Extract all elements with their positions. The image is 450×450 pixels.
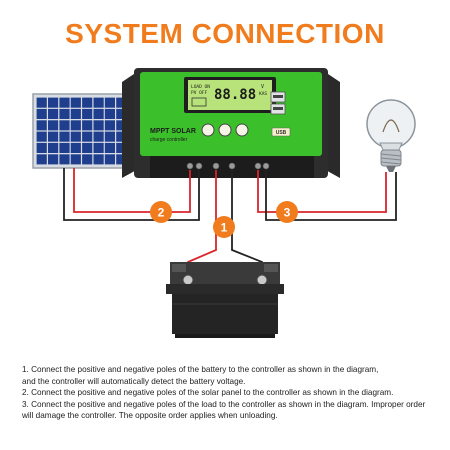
solar-cell [82,131,93,142]
solar-cell [104,108,115,119]
solar-cell [48,120,59,131]
solar-cell [93,120,104,131]
page-title: SYSTEM CONNECTION [65,18,385,49]
usb-badge [271,127,291,137]
terminal-screw [254,162,262,170]
solar-cell [48,108,59,119]
solar-cell [70,97,81,108]
solar-cell [70,108,81,119]
instruction-line: and the controller will automatically de… [22,376,246,386]
instructions: 1. Connect the positive and negative pol… [22,364,442,422]
battery [166,262,284,338]
solar-cell [104,120,115,131]
solar-cell [116,142,127,153]
lcd-unit-bottom: KAS [259,91,267,97]
solar-cell [93,131,104,142]
solar-cell [104,97,115,108]
solar-cell [59,131,70,142]
solar-cell [93,108,104,119]
battery-negative-terminal [256,274,268,286]
lcd-digits: 88.88 [214,87,256,103]
solar-cell [82,97,93,108]
connection-diagram: LOAD ON PV OFF 88.88 V KAS USB MPPT SOLA… [32,68,416,338]
controller-button-3[interactable] [235,123,249,137]
solar-cell [93,142,104,153]
solar-cell [116,120,127,131]
lcd-screen [188,80,272,110]
solar-cell [93,97,104,108]
solar-cell [36,120,47,131]
light-bulb-icon [366,99,416,172]
lcd-status-bottom: PV OFF [191,90,208,96]
solar-cell [70,154,81,165]
solar-wires [63,168,200,221]
badge-1: 1 [213,216,235,238]
solar-cell [116,154,127,165]
svg-text:3: 3 [284,206,291,220]
badge-3: 3 [276,201,298,223]
solar-cell [116,131,127,142]
solar-cell [48,142,59,153]
controller-brand: MPPT SOLAR [150,128,196,135]
solar-cell [104,154,115,165]
solar-cell [36,108,47,119]
solar-cell [36,142,47,153]
solar-cell [48,154,59,165]
controller-brand-sub: charge controller [150,137,188,143]
terminal-screws [186,162,270,170]
solar-cell [36,97,47,108]
terminal-screw [262,162,270,170]
instruction-line: will damage the controller. The opposite… [22,411,278,421]
terminal-screw [195,162,203,170]
usb-label: USB [276,130,287,136]
solar-cell [36,131,47,142]
solar-cell [48,97,59,108]
instruction-line: 2. Connect the positive and negative pol… [22,388,394,398]
badge-2: 2 [150,201,172,223]
instruction-line: 1. Connect the positive and negative pol… [22,365,379,374]
solar-cell [93,154,104,165]
terminal-screw [228,162,236,170]
solar-cell [116,108,127,119]
solar-cell [59,120,70,131]
solar-cell [59,97,70,108]
solar-cell [104,142,115,153]
battery-positive-terminal [182,274,194,286]
load-wires [257,170,397,221]
solar-cell [82,120,93,131]
svg-text:2: 2 [158,206,165,220]
usb-ports [270,91,286,115]
solar-cell [70,120,81,131]
solar-cell [82,154,93,165]
terminal-screw [186,162,194,170]
terminal-screw [212,162,220,170]
svg-text:1: 1 [221,221,228,235]
solar-panel-cells [36,97,127,165]
solar-cell [59,154,70,165]
instruction-line: 3. Connect the positive and negative pol… [22,399,426,409]
solar-cell [70,131,81,142]
solar-cell [70,142,81,153]
battery-icon [191,97,207,107]
solar-cell [82,108,93,119]
lcd-status-top: LOAD ON [191,84,210,90]
solar-cell [82,142,93,153]
solar-cell [59,142,70,153]
solar-cell [59,108,70,119]
controller-button-1[interactable] [201,123,215,137]
solar-cell [116,97,127,108]
charge-controller: LOAD ON PV OFF 88.88 V KAS USB MPPT SOLA… [122,68,340,178]
controller-button-2[interactable] [218,123,232,137]
solar-cell [48,131,59,142]
lcd-unit-top: V [261,84,264,90]
solar-panel [32,93,131,169]
solar-cell [36,154,47,165]
solar-cell [104,131,115,142]
